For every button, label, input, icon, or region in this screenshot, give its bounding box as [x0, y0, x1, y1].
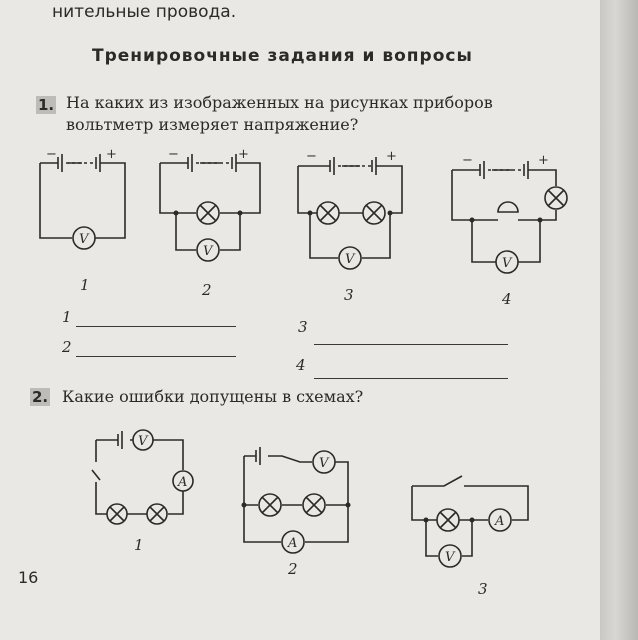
svg-text:A: A — [287, 536, 297, 551]
svg-text:V: V — [319, 456, 330, 471]
q2-circuit-1: V A — [91, 429, 194, 525]
q1-circuit-2: V − + — [159, 147, 261, 262]
svg-text:V: V — [445, 550, 456, 565]
q2-circuit-3: A V — [411, 475, 529, 568]
answer-line-2[interactable] — [76, 356, 236, 357]
answer-label-4: 4 — [296, 356, 306, 374]
question-1-number: 1. — [36, 96, 57, 114]
svg-text:+: + — [106, 147, 117, 162]
section-title: Тренировочные задания и вопросы — [92, 46, 473, 66]
answer-line-3[interactable] — [314, 344, 508, 345]
voltmeter-symbol — [72, 226, 96, 250]
svg-text:−: − — [46, 147, 57, 162]
svg-text:−: − — [462, 153, 473, 168]
q2-figure-label-2: 2 — [288, 560, 298, 578]
voltmeter-symbol — [132, 429, 154, 451]
q1-circuit-3: V − + — [297, 149, 403, 270]
voltmeter-symbol — [338, 246, 362, 270]
voltmeter-label: V — [79, 232, 90, 247]
voltmeter-symbol — [438, 544, 462, 568]
question-1-line-1: На каких из изображенных на рисунках при… — [66, 93, 493, 112]
answer-label-1: 1 — [62, 308, 72, 326]
voltmeter-symbol — [196, 238, 220, 262]
svg-text:V: V — [138, 434, 149, 449]
page-number: 16 — [18, 568, 39, 587]
page-edge — [600, 0, 638, 640]
svg-text:−: − — [306, 149, 317, 164]
answer-label-2: 2 — [62, 338, 72, 356]
svg-text:+: + — [538, 153, 549, 168]
bell-symbol — [497, 201, 519, 213]
q2-figure-label-3: 3 — [478, 580, 488, 598]
svg-text:V: V — [203, 244, 214, 259]
question-2-text: Какие ошибки допущены в схемах? — [62, 387, 364, 406]
question-1-line-2: вольтметр измеряет напряжение? — [66, 115, 359, 134]
ammeter-symbol — [488, 508, 512, 532]
previous-text: нительные провода. — [52, 2, 237, 22]
figure-label-2: 2 — [202, 281, 212, 299]
q1-circuit-4: V − + — [451, 153, 568, 274]
svg-text:A: A — [494, 514, 504, 529]
svg-text:+: + — [238, 147, 249, 162]
answer-line-1[interactable] — [76, 326, 236, 327]
q1-circuit-1: V − + — [39, 147, 126, 250]
ammeter-symbol — [281, 530, 305, 554]
svg-text:+: + — [386, 149, 397, 164]
voltmeter-symbol — [495, 250, 519, 274]
q2-figure-label-1: 1 — [134, 536, 144, 554]
question-2-number: 2. — [30, 388, 51, 406]
figure-label-3: 3 — [344, 286, 354, 304]
svg-text:V: V — [502, 256, 513, 271]
answer-label-3: 3 — [298, 318, 308, 336]
svg-text:V: V — [345, 252, 356, 267]
figure-label-4: 4 — [502, 290, 512, 308]
q2-circuit-2: V A — [241, 447, 351, 554]
figure-label-1: 1 — [80, 276, 90, 294]
svg-text:−: − — [168, 147, 179, 162]
answer-line-4[interactable] — [314, 378, 508, 379]
svg-text:A: A — [177, 475, 187, 490]
